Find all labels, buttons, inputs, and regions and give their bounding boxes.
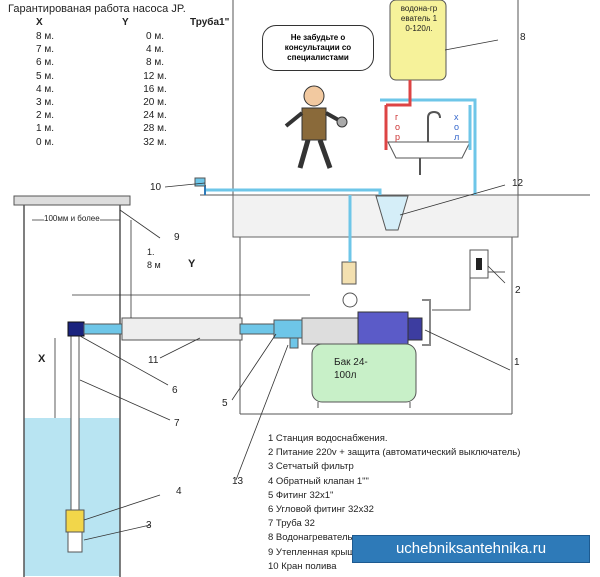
sink xyxy=(387,141,471,159)
table-cell-y: 0 м. xyxy=(146,31,164,42)
inline-filter xyxy=(375,195,409,231)
callout-9: 9 xyxy=(174,232,180,243)
callout-8: 8 xyxy=(520,32,526,43)
garden-tap xyxy=(194,177,206,187)
consult-note: Не забудьте о консультации со специалист… xyxy=(262,25,374,71)
table-cell-y: 12 м. xyxy=(143,70,167,82)
callout-13: 13 xyxy=(232,476,244,487)
dim-x: X xyxy=(38,353,46,365)
callout-7: 7 xyxy=(174,418,180,429)
callout-3: 3 xyxy=(146,520,152,531)
dim-well-gap: 100мм и более xyxy=(44,214,100,223)
legend-item: 3 Сетчатый фильтр xyxy=(268,461,354,473)
pump-station xyxy=(301,261,423,408)
callout-12: 12 xyxy=(512,178,524,189)
table-cell-y: 4 м. xyxy=(146,44,164,56)
table-cell-x: 5 м. xyxy=(36,70,54,82)
legend-item: 7 Труба 32 xyxy=(268,518,315,530)
table-cell-x: 3 м. xyxy=(36,97,54,108)
water-heater xyxy=(389,0,447,81)
col-header-pipe: Труба1" xyxy=(190,17,230,28)
callout-2: 2 xyxy=(515,285,521,296)
legend: 1 Станция водоснабжения. 2 Питание 220v … xyxy=(268,432,520,574)
table-cell-x: 7 м. xyxy=(36,44,54,56)
callout-4: 4 xyxy=(176,486,182,497)
table-cell-x: 2 м. xyxy=(36,110,54,122)
floor-slab xyxy=(232,194,519,238)
pressure-gauge xyxy=(342,292,358,308)
callout-5: 5 xyxy=(222,398,228,409)
table-cell-y: 32 м. xyxy=(143,136,167,148)
legend-item: 8 Водонагреватель xyxy=(268,532,353,544)
table-cell-y: 24 м. xyxy=(143,110,167,122)
legend-item: 2 Питание 220v + защита (автоматический … xyxy=(268,447,521,459)
legend-item: 1 Станция водоснабжения. xyxy=(268,433,388,444)
table-cell-x: 8 м. xyxy=(36,31,54,42)
insulated-pipe xyxy=(121,317,243,341)
table-cell-y: 16 м. xyxy=(143,83,167,95)
table-cell-x: 4 м. xyxy=(36,83,54,95)
col-header-x: X xyxy=(36,17,43,28)
heater-label: водона-греватель 10-120л. xyxy=(400,4,438,33)
legend-item: 4 Обратный клапан 1"" xyxy=(268,475,369,487)
worker-illustration xyxy=(284,85,348,169)
table-title: Гарантированая работа насоса JP. xyxy=(8,3,186,15)
tank-label: Бак 24-100л xyxy=(334,357,368,381)
col-header-y: Y xyxy=(122,17,129,28)
table-cell-y: 28 м. xyxy=(143,123,167,135)
fitting-32x1 xyxy=(273,319,303,339)
house-pipes xyxy=(205,98,477,262)
mesh-filter xyxy=(67,531,83,553)
pump-motor xyxy=(357,311,409,349)
legend-item: 10 Кран полива xyxy=(268,560,337,572)
callout-6: 6 xyxy=(172,385,178,396)
dim-y: Y xyxy=(188,258,196,270)
faucet xyxy=(427,110,441,142)
legend-item: 6 Угловой фитинг 32х32 xyxy=(268,504,374,516)
callout-1: 1 xyxy=(514,357,520,368)
callout-11: 11 xyxy=(148,355,159,366)
pressure-tank xyxy=(311,343,417,403)
table-cell-y: 20 м. xyxy=(143,97,167,108)
table-cell-x: 0 м. xyxy=(36,136,54,148)
pressure-switch xyxy=(341,261,357,285)
watermark-banner[interactable]: uchebniksantehnika.ru xyxy=(352,535,590,563)
table-cell-y: 8 м. xyxy=(146,57,164,69)
callout-10: 10 xyxy=(150,182,162,193)
legend-item: 9 Утепленная крыш xyxy=(268,546,355,558)
dim-depth: 1. 8 м xyxy=(147,247,161,270)
legend-item: 5 Фитинг 32х1" xyxy=(268,489,334,501)
check-valve xyxy=(65,509,85,533)
table-cell-x: 1 м. xyxy=(36,123,54,135)
suction-pipe xyxy=(65,317,277,553)
table-cell-x: 6 м. xyxy=(36,57,54,69)
well-cover xyxy=(13,195,131,206)
leader-lines xyxy=(79,39,511,541)
